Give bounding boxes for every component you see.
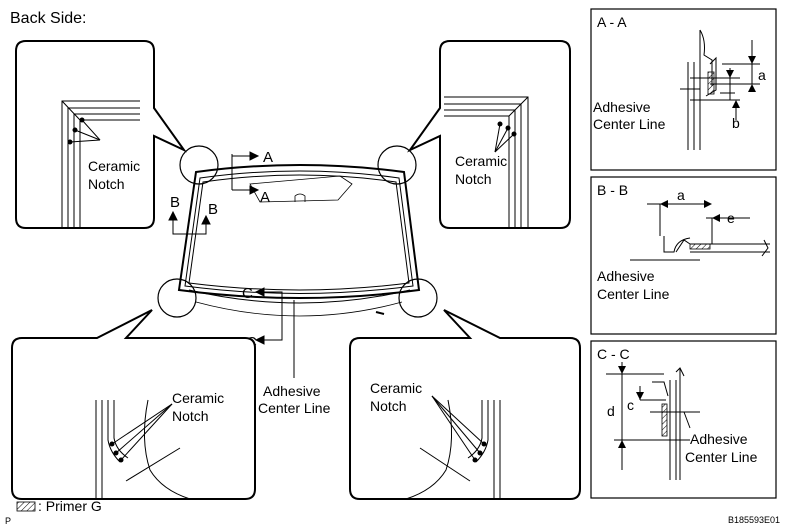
ceramic-label-line1-top-left: Ceramic [88,158,140,174]
section-marker-b-label-right: B [208,201,218,218]
ceramic-label-line1-bottom-right: Ceramic [370,380,422,396]
ceramic-label-line1-bottom-left: Ceramic [172,390,224,406]
section-marker-a [231,151,260,195]
section-panel-bb [590,176,777,335]
detail-circle-bottom-left [157,278,197,318]
ceramic-label-line1-top-right: Ceramic [455,153,507,169]
section-marker-c-label-top: C [242,285,253,302]
corner-mark: P [5,516,11,526]
section-marker-a-label-top: A [263,149,273,166]
detail-circle-top-right [377,145,417,185]
section-aa-dim-b: b [732,115,740,131]
section-aa-dim-a: a [758,67,766,83]
detail-box-bottom-left [11,309,256,500]
section-cc-title: C - C [597,346,630,362]
section-bb-title: B - B [597,182,628,198]
windshield-outline [177,164,421,317]
adhesive-label-line1-main: Adhesive [263,383,321,399]
section-aa-title: A - A [597,14,627,30]
section-marker-a-label-bottom: A [260,189,270,206]
detail-circle-top-left [179,145,219,185]
ceramic-label-line2-top-left: Notch [88,176,125,192]
adhesive-label-line1-cc: Adhesive [690,431,748,447]
adhesive-label-line2-cc: Center Line [685,449,758,465]
section-panel-aa [590,8,777,171]
figure-id: B185593E01 [728,515,780,525]
adhesive-label-line2-bb: Center Line [597,286,670,302]
ceramic-label-line2-top-right: Notch [455,171,492,187]
detail-box-top-right [406,40,571,229]
adhesive-label-line2-aa: Center Line [593,116,666,132]
section-cc-dim-d: d [607,403,615,419]
section-marker-b-label-left: B [170,194,180,211]
adhesive-label-line1-bb: Adhesive [597,268,655,284]
page-title: Back Side: [10,10,86,27]
section-marker-c [254,287,283,345]
ceramic-label-line2-bottom-right: Notch [370,398,407,414]
section-marker-b [168,210,211,235]
legend-primer-label: : Primer G [38,498,102,514]
section-bb-dim-a: a [677,187,685,203]
section-panel-cc [590,340,777,499]
detail-box-bottom-right [349,309,581,500]
section-cc-dim-c: c [627,397,634,413]
ceramic-label-line2-bottom-left: Notch [172,408,209,424]
adhesive-label-line2-main: Center Line [258,400,331,416]
detail-circle-bottom-right [398,278,438,318]
detail-box-top-left [15,40,188,229]
adhesive-label-line1-aa: Adhesive [593,99,651,115]
section-bb-dim-e: e [727,210,735,226]
primer-hatch-swatch [16,501,36,512]
